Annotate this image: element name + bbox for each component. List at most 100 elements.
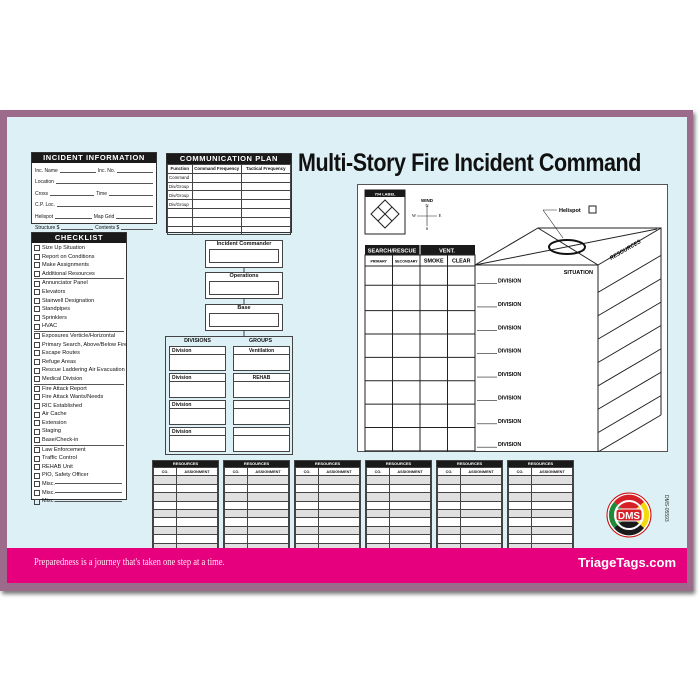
co-cell[interactable] [436, 475, 462, 485]
command-frequency-cell[interactable] [191, 216, 242, 227]
co-cell[interactable] [294, 475, 320, 485]
co-cell[interactable] [152, 492, 178, 502]
checklist-item[interactable]: Rescue Laddering Air Evacuation [32, 366, 126, 375]
assignment-cell[interactable] [318, 475, 360, 485]
checklist-item[interactable]: RIC Established [32, 402, 126, 411]
assignment-cell[interactable] [318, 517, 360, 527]
checkbox[interactable] [34, 420, 40, 427]
checkbox[interactable] [34, 472, 40, 479]
checklist-item[interactable]: Fire Attack Report [32, 385, 126, 394]
checklist-item[interactable]: Medical Division [32, 375, 126, 384]
assignment-cell[interactable] [247, 525, 289, 536]
checkbox[interactable] [34, 498, 40, 505]
checklist-item[interactable]: Misc. [32, 480, 126, 489]
checklist-item[interactable]: Extension [32, 419, 126, 428]
tactical-frequency-cell[interactable] [240, 172, 292, 183]
assignment-cell[interactable] [531, 483, 573, 494]
checklist-item[interactable]: Misc. [32, 489, 126, 498]
tactical-frequency-cell[interactable] [240, 207, 292, 218]
website-link[interactable]: TriageTags.com [578, 555, 677, 570]
assignment-cell[interactable] [176, 500, 218, 510]
group-box[interactable] [233, 400, 290, 425]
tactical-frequency-cell[interactable] [240, 190, 292, 201]
assignment-cell[interactable] [176, 517, 218, 527]
co-cell[interactable] [436, 517, 462, 527]
assignment-cell[interactable] [389, 508, 431, 519]
assignment-cell[interactable] [460, 475, 502, 485]
group-box[interactable]: Ventilation [233, 346, 290, 371]
co-cell[interactable] [152, 534, 178, 544]
assignment-cell[interactable] [247, 517, 289, 527]
division-box[interactable]: Division [169, 373, 226, 398]
checklist-item[interactable]: PIO, Safety Officer [32, 471, 126, 480]
assignment-cell[interactable] [247, 483, 289, 494]
field-input[interactable] [121, 229, 153, 230]
checklist-item[interactable]: Fire Attack Wants/Needs [32, 393, 126, 402]
misc-line[interactable] [55, 491, 122, 493]
checkbox[interactable] [34, 367, 40, 374]
operations-box[interactable]: Operations [205, 272, 283, 299]
assignment-cell[interactable] [318, 508, 360, 519]
checklist-item[interactable]: Elevators [32, 288, 126, 297]
misc-line[interactable] [55, 483, 122, 485]
assignment-cell[interactable] [247, 475, 289, 485]
checklist-item[interactable]: Air Cache [32, 410, 126, 419]
checklist-item[interactable]: Primary Search, Above/Below Fire [32, 341, 127, 350]
checklist-item[interactable]: REHAB Unit [32, 463, 126, 472]
assignment-cell[interactable] [531, 517, 573, 527]
assignment-cell[interactable] [247, 534, 289, 544]
co-cell[interactable] [365, 500, 391, 510]
assignment-cell[interactable] [318, 525, 360, 536]
assignment-cell[interactable] [531, 492, 573, 502]
co-cell[interactable] [365, 483, 391, 494]
co-cell[interactable] [294, 492, 320, 502]
checkbox[interactable] [34, 411, 40, 418]
group-box[interactable]: REHAB [233, 373, 290, 398]
co-cell[interactable] [507, 500, 533, 510]
checkbox[interactable] [34, 394, 40, 401]
field-input[interactable] [55, 183, 153, 184]
assignment-cell[interactable] [176, 475, 218, 485]
co-cell[interactable] [223, 517, 249, 527]
division-box[interactable]: Division [169, 400, 226, 425]
checkbox[interactable] [34, 245, 40, 252]
tactical-frequency-cell[interactable] [240, 225, 292, 236]
co-cell[interactable] [294, 525, 320, 536]
checklist-item[interactable]: Size Up Situation [32, 244, 126, 253]
co-cell[interactable] [507, 475, 533, 485]
checkbox[interactable] [34, 350, 40, 357]
assignment-cell[interactable] [318, 492, 360, 502]
checkbox[interactable] [34, 376, 40, 383]
assignment-cell[interactable] [176, 534, 218, 544]
assignment-cell[interactable] [460, 500, 502, 510]
assignment-cell[interactable] [176, 492, 218, 502]
co-cell[interactable] [223, 534, 249, 544]
checkbox[interactable] [34, 455, 40, 462]
co-cell[interactable] [507, 508, 533, 519]
field-input[interactable] [116, 217, 154, 219]
field-input[interactable] [50, 194, 95, 196]
checklist-item[interactable]: Staging [32, 427, 126, 436]
checklist-item[interactable]: Refuge Areas [32, 358, 126, 367]
assignment-cell[interactable] [531, 475, 573, 485]
assignment-cell[interactable] [460, 525, 502, 536]
checklist-item[interactable]: Standpipes [32, 305, 126, 314]
assignment-cell[interactable] [176, 483, 218, 494]
field-input[interactable] [61, 229, 94, 230]
co-cell[interactable] [223, 483, 249, 494]
assignment-cell[interactable] [460, 517, 502, 527]
co-cell[interactable] [294, 534, 320, 544]
incident-commander-box[interactable]: Incident Commander [205, 240, 283, 268]
checkbox[interactable] [34, 315, 40, 322]
checkbox[interactable] [34, 489, 40, 496]
checklist-item[interactable]: Annunciator Panel [32, 279, 126, 288]
checklist-item[interactable]: Law Enforcement [32, 446, 126, 455]
co-cell[interactable] [365, 475, 391, 485]
command-frequency-cell[interactable] [191, 190, 242, 201]
assignment-cell[interactable] [460, 483, 502, 494]
co-cell[interactable] [507, 525, 533, 536]
co-cell[interactable] [152, 500, 178, 510]
co-cell[interactable] [294, 517, 320, 527]
checklist-item[interactable]: Exposures Verticle/Horizontal [32, 332, 126, 341]
checklist-item[interactable]: HVAC [32, 322, 126, 331]
